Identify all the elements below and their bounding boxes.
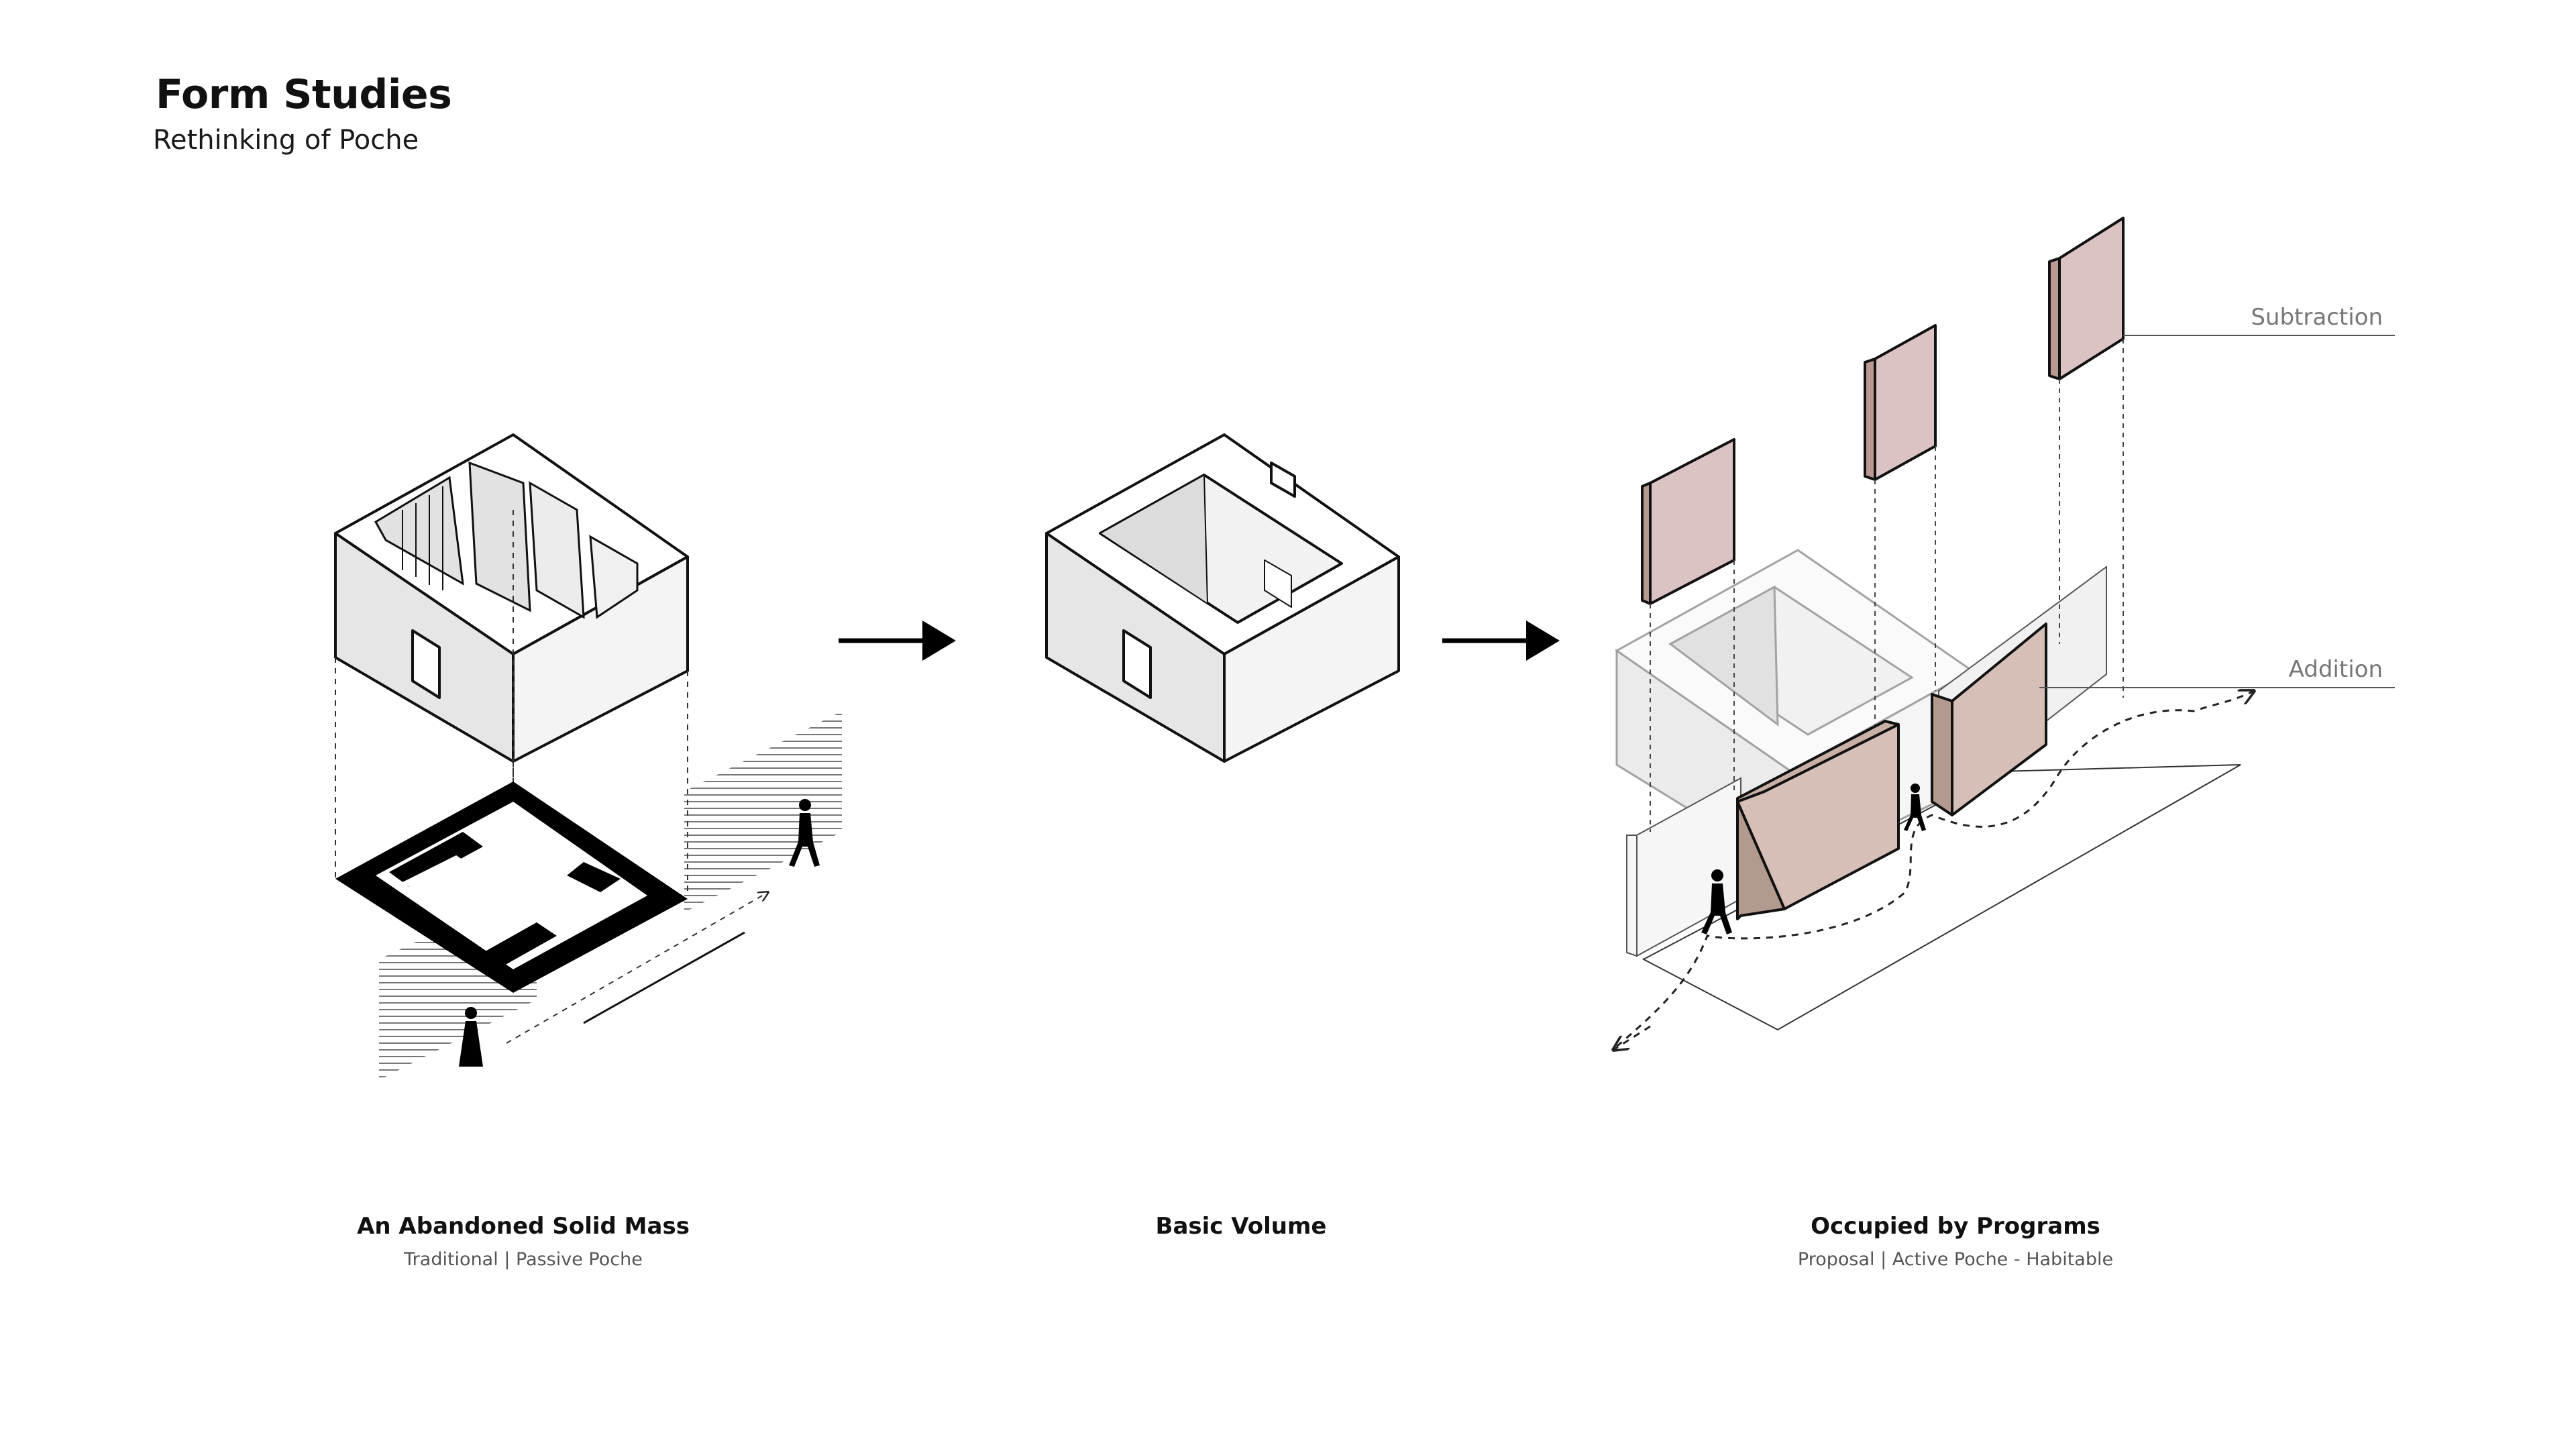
caption-stage-3: Occupied by Programs Proposal | Active P… (1654, 1213, 2257, 1270)
dashed-path-arrow-icon (1616, 691, 2254, 1048)
subtraction-panel-1 (1641, 438, 1735, 605)
mass-door-notch (411, 629, 441, 699)
caption-stage-1: An Abandoned Solid Mass Traditional | Pa… (221, 1213, 825, 1270)
subtraction-panel-2 (1864, 324, 1937, 481)
caption-title: Occupied by Programs (1811, 1213, 2100, 1240)
mass-interior-niche (589, 535, 639, 619)
page-subtitle: Rethinking of Poche (153, 125, 419, 156)
caption-stage-2: Basic Volume (939, 1213, 1543, 1249)
stage-3-occupied: Subtraction Addition (1613, 217, 2395, 1050)
person-icon (459, 1007, 483, 1067)
caption-subtitle: Proposal | Active Poche - Habitable (1797, 1249, 2114, 1270)
mass-floor-plan (335, 782, 688, 993)
subtraction-panel-3 (2048, 217, 2125, 380)
page-title: Form Studies (156, 71, 452, 118)
person-icon (789, 799, 820, 867)
hatch-shadow-right (684, 711, 842, 912)
arrow-right-icon (839, 621, 956, 661)
addition-block-left (1736, 720, 1900, 920)
person-icon (1904, 784, 1926, 831)
arrow-right-icon (1442, 621, 1560, 661)
stage-2-basic-volume (1045, 433, 1400, 763)
subtraction-callout: Subtraction (2251, 304, 2383, 331)
mass-interior-right (529, 481, 585, 619)
mass-interior-core (468, 461, 531, 612)
addition-callout: Addition (2289, 656, 2383, 683)
caption-subtitle: Traditional | Passive Poche (404, 1249, 643, 1270)
volume-right-face (1223, 555, 1400, 763)
stage-1-solid-mass (334, 433, 842, 1080)
person-icon (1701, 869, 1732, 934)
mass-interior-left (374, 476, 464, 586)
addition-block-right (1931, 623, 2047, 816)
caption-title: An Abandoned Solid Mass (357, 1213, 690, 1240)
caption-title: Basic Volume (1155, 1213, 1327, 1240)
